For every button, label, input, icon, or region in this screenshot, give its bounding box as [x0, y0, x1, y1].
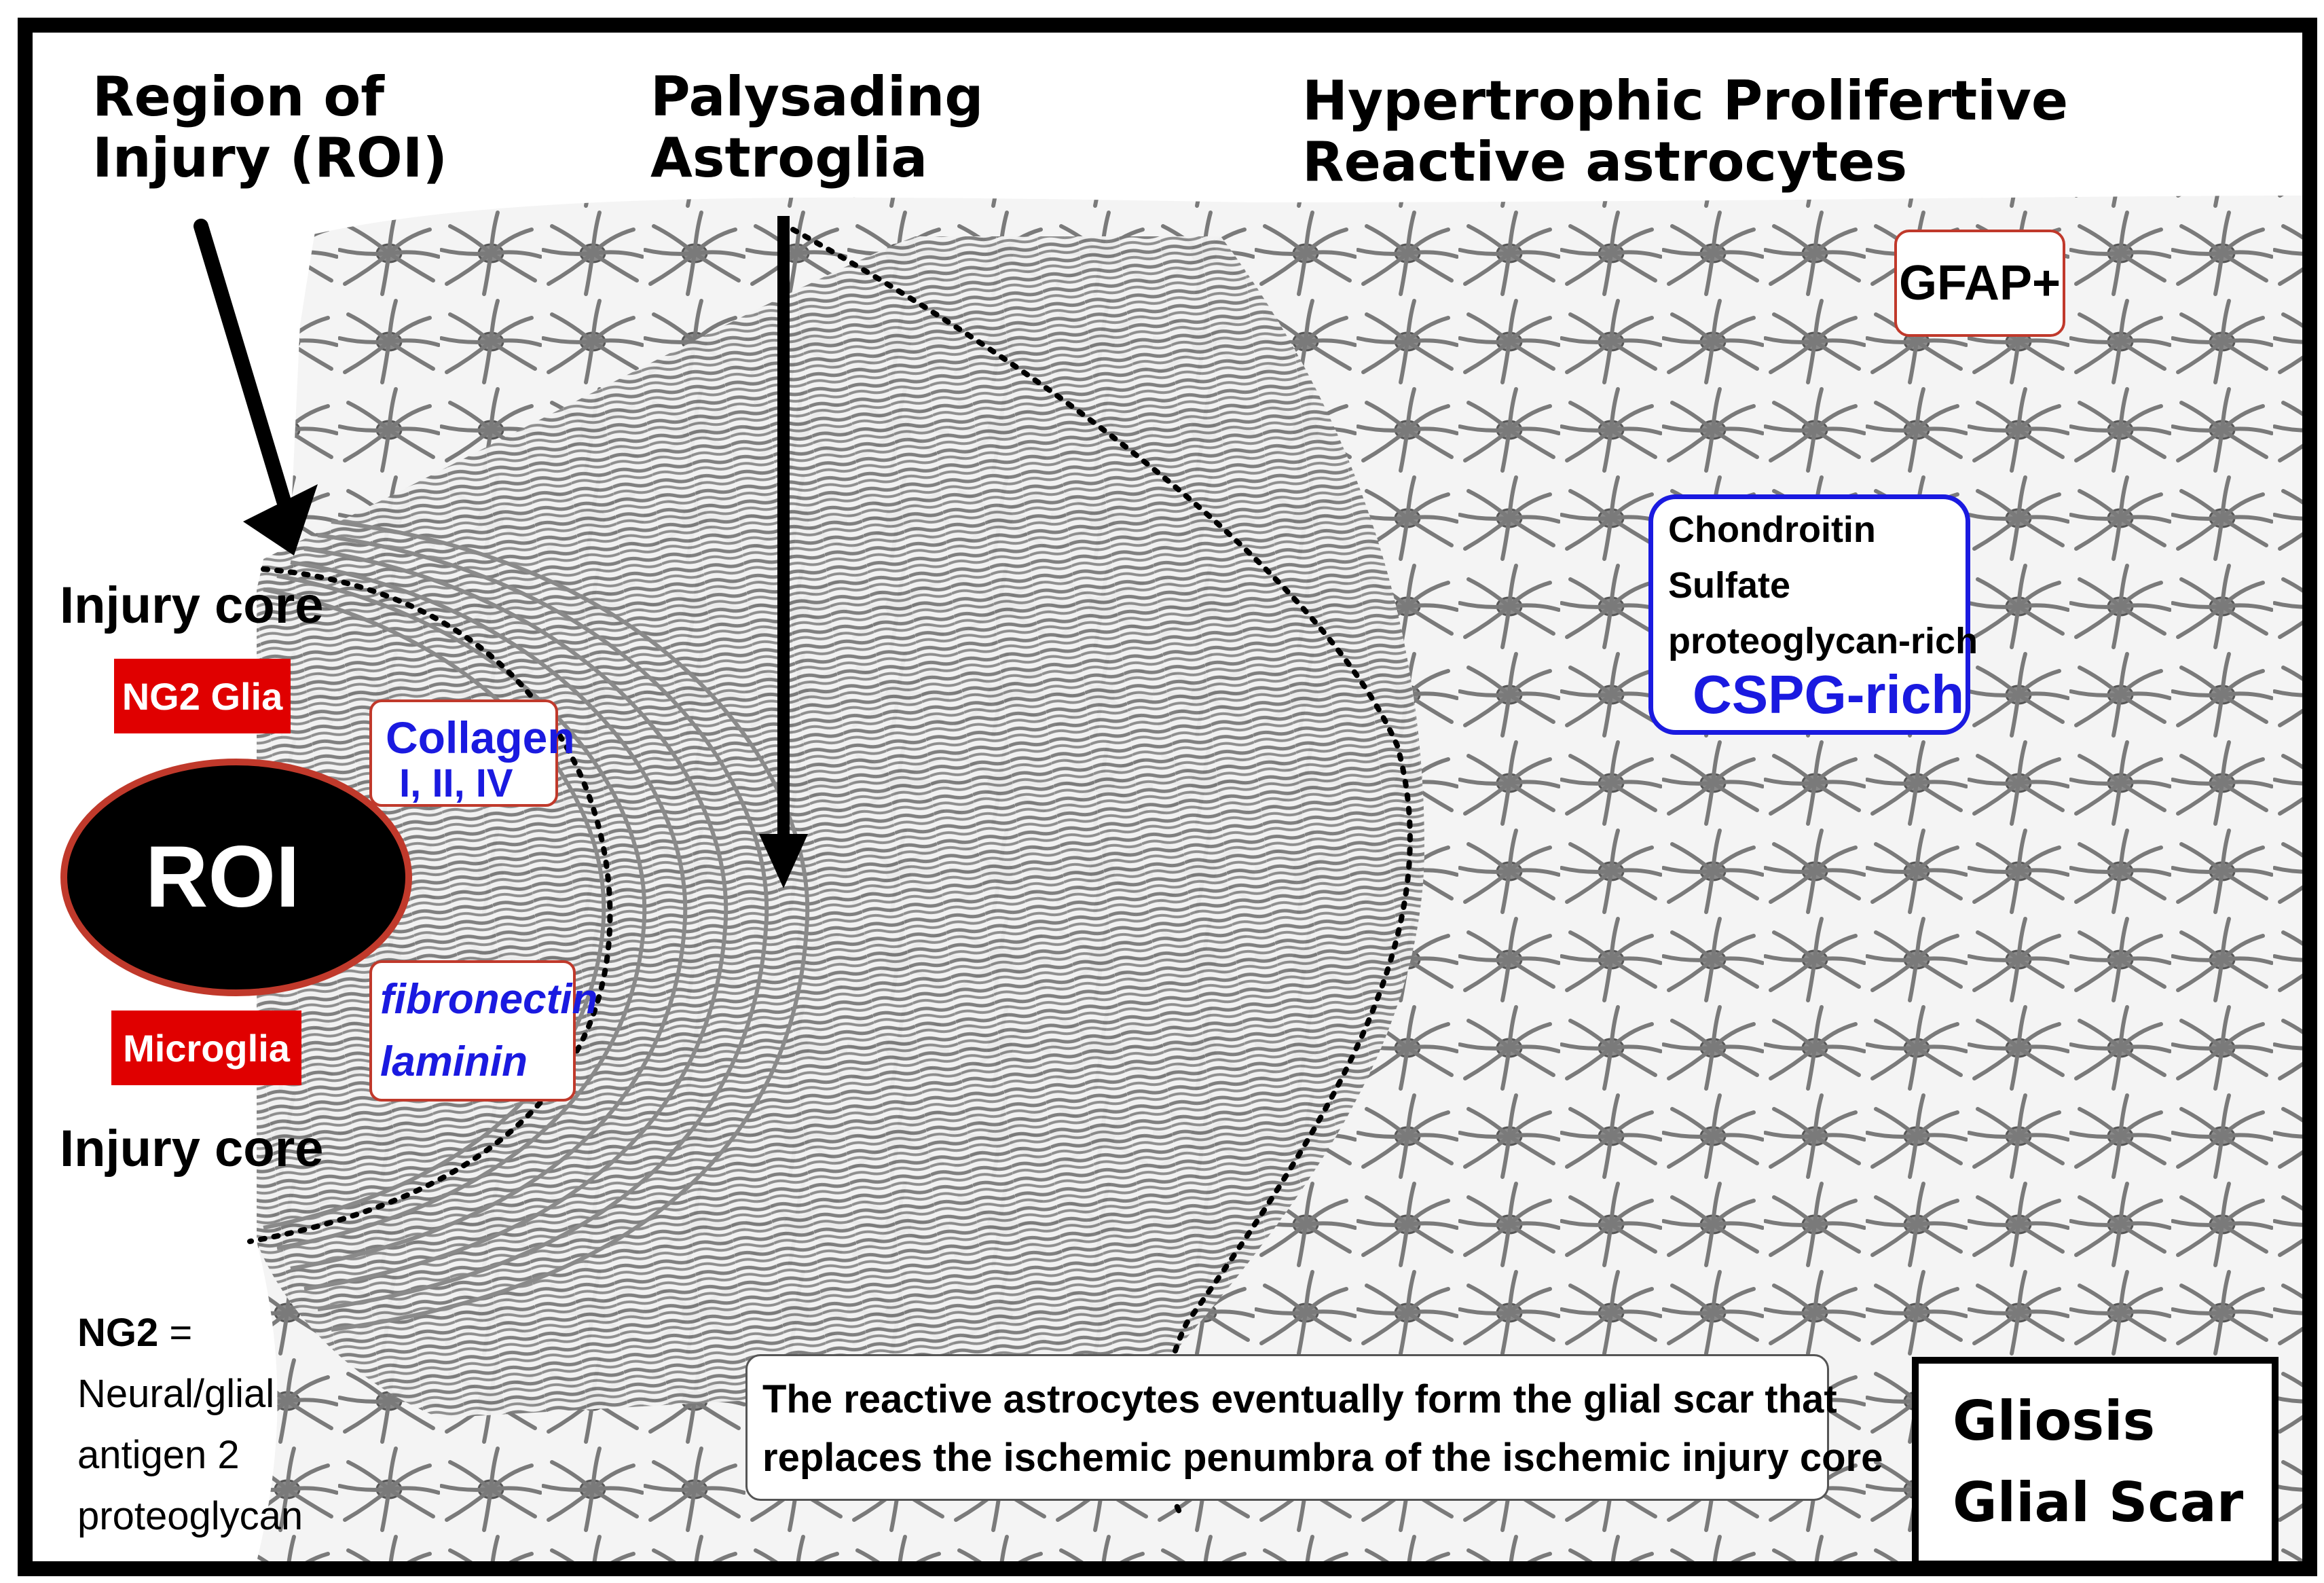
collagen-label: Collagen — [386, 712, 575, 763]
ng2-equals: = — [158, 1311, 193, 1355]
gliosis-box: Gliosis Glial Scar — [1912, 1357, 2279, 1561]
ng2-glia-badge: NG2 Glia — [114, 659, 291, 733]
scar-caption-line-2: replaces the ischemic penumbra of the is… — [762, 1436, 1883, 1480]
cspg-rich-label: CSPG-rich — [1693, 664, 1965, 725]
cspg-callout: Chondroitin Sulfate proteoglycan-rich CS… — [1648, 494, 1978, 735]
collagen-callout: Collagen I, II, IV — [369, 699, 575, 807]
glial-scar-label: Glial Scar — [1953, 1471, 2244, 1534]
scar-caption-line-1: The reactive astrocytes eventually form … — [762, 1377, 1837, 1421]
fibronectin-label: fibronectin — [380, 976, 598, 1023]
astrocyte-tissue-illustration — [33, 33, 2302, 1561]
injury-core-label-bottom: Injury core — [60, 1120, 324, 1178]
ng2-definition: NG2 = Neural/glial antigen 2 proteoglyca… — [77, 1303, 303, 1547]
laminin-label: laminin — [380, 1038, 528, 1085]
microglia-badge: Microglia — [111, 1011, 301, 1085]
gfap-badge: GFAP+ — [1894, 230, 2065, 337]
cspg-line-3: proteoglycan-rich — [1668, 621, 1978, 661]
scar-caption-box: The reactive astrocytes eventually form … — [745, 1354, 1883, 1501]
ng2-def-line-2: antigen 2 — [77, 1432, 240, 1477]
roi-ellipse — [60, 759, 412, 996]
cspg-line-1: Chondroitin — [1668, 509, 1876, 550]
ng2-def-line-3: proteoglycan — [77, 1493, 303, 1538]
palysading-astroglia-heading: Palysading Astroglia — [650, 65, 984, 190]
cspg-line-2: Sulfate — [1668, 565, 1791, 606]
palysading-arrow — [759, 216, 808, 888]
collagen-types: I, II, IV — [399, 761, 513, 805]
gliosis-label: Gliosis — [1953, 1389, 2156, 1453]
fibronectin-callout: fibronectin laminin — [369, 960, 597, 1102]
roi-arrow — [193, 219, 318, 556]
roi-label: ROI — [145, 829, 300, 926]
injury-core-label-top: Injury core — [60, 577, 324, 634]
hypertrophic-heading: Hypertrophic Prolifertive Reactive astro… — [1302, 69, 2069, 194]
ng2-term: NG2 — [77, 1311, 159, 1355]
region-of-injury-heading: Region of Injury (ROI) — [92, 65, 448, 190]
ng2-def-line-1: Neural/glial — [77, 1371, 275, 1416]
gfap-label: GFAP+ — [1898, 256, 2061, 310]
figure-frame: Region of Injury (ROI) Palysading Astrog… — [18, 18, 2317, 1576]
